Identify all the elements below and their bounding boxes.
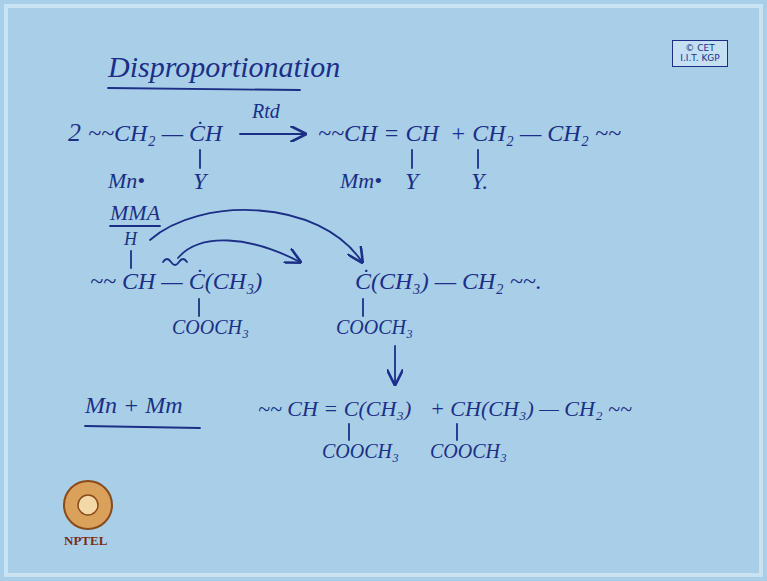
- title-underline: [108, 88, 300, 90]
- logo-disc: [64, 481, 112, 529]
- hydrogen-atom: H: [124, 229, 137, 250]
- nptel-logo: [64, 481, 112, 529]
- substituent: Y: [405, 168, 418, 196]
- logo-core: [78, 495, 98, 515]
- bond-line: [130, 251, 132, 268]
- bond-line: [456, 424, 458, 440]
- logo-text: NPTEL: [64, 534, 107, 549]
- slide-title: Disproportionation: [108, 50, 340, 85]
- bond-line: [348, 424, 350, 440]
- ester-group: COOCH₃: [336, 316, 413, 339]
- formula-text: ~~CH₂ — ĊH: [88, 120, 222, 148]
- watermark-text: © CET I.I.T. KGP: [677, 43, 723, 64]
- formula-text: + CH₂ — CH₂ ~~: [450, 120, 621, 148]
- formula-text: Ċ(CH₃) — CH₂ ~~.: [355, 268, 542, 296]
- reaction-arrow: [394, 346, 396, 384]
- reaction-arrow: [240, 133, 305, 135]
- slide-border: [6, 6, 761, 575]
- mma-underline: [110, 225, 160, 227]
- ester-group: COOCH₃: [172, 316, 249, 339]
- ester-group: COOCH₃: [430, 440, 507, 463]
- bond-line: [198, 299, 200, 316]
- watermark-box: © CET I.I.T. KGP: [672, 40, 728, 67]
- bond-squiggle: [163, 259, 187, 265]
- bond-line: [362, 299, 364, 316]
- coefficient: 2: [68, 118, 81, 148]
- ester-group: COOCH₃: [322, 440, 399, 463]
- rate-label: Rtd: [252, 100, 280, 123]
- formula-text: ~~ CH = C(CH₃): [258, 396, 411, 421]
- substituent: Y: [193, 168, 206, 196]
- bond-line: [199, 150, 201, 168]
- underline: [85, 426, 200, 428]
- bond-line: [411, 150, 413, 168]
- monomer-name: MMA: [110, 200, 160, 225]
- chain-label: Mm•: [340, 168, 382, 193]
- bond-line: [477, 150, 479, 168]
- formula-text: ~~ CH — Ċ(CH₃): [90, 268, 262, 296]
- formula-text: + CH(CH₃) — CH₂ ~~: [430, 396, 632, 421]
- chain-label: Mn + Mm: [85, 392, 183, 420]
- formula-text: ~~CH = CH: [318, 120, 439, 148]
- substituent: Y.: [471, 168, 488, 196]
- chain-label: Mn•: [108, 168, 145, 193]
- electron-arrow: [178, 240, 300, 262]
- electron-arrow: [150, 210, 362, 262]
